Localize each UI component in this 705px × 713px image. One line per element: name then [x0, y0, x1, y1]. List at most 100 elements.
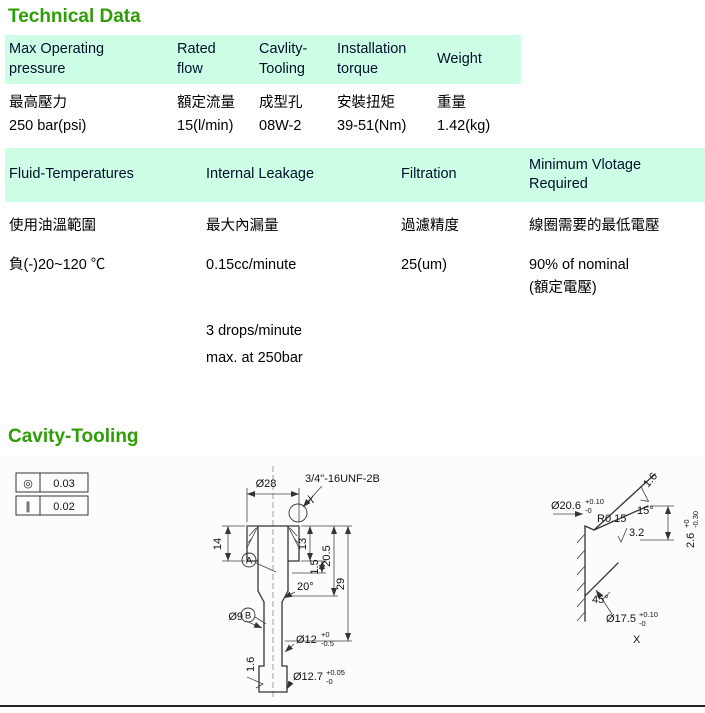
- table-row: 最高壓力 額定流量 成型孔 安裝扭矩 重量: [5, 84, 521, 115]
- cell-temperature-cn: 使用油溫範圍: [9, 218, 96, 235]
- dim-dia9-label: Ø9: [228, 611, 243, 623]
- dim-20-5-label: 20.5: [321, 545, 333, 566]
- extension-lines: [222, 487, 352, 642]
- table-row: Max Operating pressure Rated flow Cavlit…: [5, 35, 521, 85]
- cell-filtration-cn: 過濾精度: [401, 218, 459, 235]
- surface-finish-left-label: 1.6: [245, 656, 257, 671]
- dia17-5-tolerance-upper: +0.10: [639, 610, 658, 619]
- main-section-view: Ø28 3/4"-16UNF-2B X 14 13 1.5 20.5 29 20…: [212, 465, 380, 700]
- cell-temperature-value: 負(-)20~120 ℃: [9, 257, 106, 274]
- cell-leakage-value: 0.15cc/minute: [206, 257, 297, 274]
- surface-finish-icon: [617, 527, 628, 543]
- detail-hatching: [576, 533, 586, 621]
- cell-filtration-value: 25(um): [401, 257, 447, 274]
- dim-14-label: 14: [212, 538, 224, 550]
- table-row: 3 drops/minute max. at 250bar: [5, 302, 705, 396]
- cell-flow-cn: 額定流量: [177, 95, 235, 112]
- thread-spec-label: 3/4"-16UNF-2B: [305, 473, 380, 485]
- dim-13-label: 13: [297, 538, 309, 550]
- cell-empty: [397, 302, 525, 396]
- specs-table-secondary-header: Fluid-Temperatures Internal Leakage Filt…: [5, 148, 705, 203]
- cell-flow-value: 15(l/min): [177, 118, 234, 135]
- header-fluid-temperatures: Fluid-Temperatures: [5, 148, 202, 203]
- cell-leakage-cn: 最大內漏量: [206, 218, 279, 235]
- detail-view-x-label: X: [633, 634, 641, 646]
- tolerance-value-1: 0.03: [53, 478, 74, 490]
- cell-tooling-cn: 成型孔: [259, 95, 303, 112]
- dia17-5-tolerance-lower: -0: [639, 619, 646, 628]
- cell-weight-cn: 重量: [437, 95, 466, 112]
- thread-leader-line: [302, 485, 323, 507]
- technical-datasheet-page: Technical Data Max Operating pressure Ra…: [0, 6, 705, 713]
- datum-b-leader-line: [254, 616, 267, 625]
- surface-finish-top-label: 1.6: [641, 470, 660, 489]
- cell-empty: [525, 302, 705, 396]
- specs-table-primary: Max Operating pressure Rated flow Cavlit…: [5, 35, 521, 142]
- dim-2-6-tolerance-lower: -0.30: [691, 511, 700, 528]
- parallelism-icon: ∥: [25, 501, 31, 513]
- dim-2-6-label: 2.6: [685, 532, 697, 547]
- surface-finish-icon: [640, 485, 650, 502]
- tolerance-frame-2: [15, 495, 89, 516]
- dia20-6-tolerance-upper: +0.10: [585, 497, 604, 506]
- detail-balloon-circle: [288, 503, 308, 523]
- datum-a-label: A: [246, 555, 253, 566]
- tolerance-value-2: 0.02: [53, 501, 74, 513]
- datum-b-label: B: [245, 610, 251, 621]
- dim-dia20-6-label: Ø20.6: [551, 500, 581, 512]
- table-row: 使用油溫範圍 最大內漏量 過濾精度 線圈需要的最低電壓: [5, 202, 705, 238]
- dia12-leader-line: [284, 643, 295, 652]
- page-title: Technical Data: [8, 6, 141, 27]
- dim-2-6-tolerance-upper: +0: [682, 519, 691, 528]
- surface-finish-icon: [246, 676, 264, 689]
- detail-profile: [584, 472, 656, 622]
- surface-finish-top: 1.6: [640, 470, 660, 502]
- angle-20-label: 20°: [297, 581, 314, 593]
- angle45-leader-line: [602, 591, 611, 599]
- cavity-tooling-drawing: ◎ 0.03 ∥ 0.02: [0, 465, 705, 707]
- cell-tooling-value: 08W-2: [259, 118, 302, 135]
- datum-b-circle: [240, 607, 256, 623]
- cell-torque-value: 39-51(Nm): [337, 118, 407, 135]
- dim-29-label: 29: [335, 578, 347, 590]
- cell-voltage-value: 90% of nominal (額定電壓): [529, 257, 629, 296]
- dia12-7-tolerance-lower: -0: [326, 677, 333, 686]
- dia12-tolerance-lower: -0.5: [321, 639, 334, 648]
- header-cavity-tooling: Cavlity- Tooling: [255, 35, 333, 85]
- header-max-operating-pressure: Max Operating pressure: [5, 35, 173, 85]
- dia12-7-tolerance-upper: +0.05: [326, 668, 345, 677]
- specs-table-primary-header: Max Operating pressure Rated flow Cavlit…: [5, 35, 521, 85]
- dim-3-2-label: 3.2: [629, 527, 644, 539]
- angle-45-label: 45°: [592, 594, 609, 606]
- cell-empty: [5, 302, 202, 396]
- tolerance-frame-1: [15, 472, 89, 493]
- cell-torque-cn: 安裝扭矩: [337, 95, 395, 112]
- header-rated-flow: Rated flow: [173, 35, 255, 85]
- radius-0-15-label: R0.15: [597, 513, 626, 525]
- header-minimum-voltage: Minimum Vlotage Required: [525, 148, 705, 203]
- concentricity-icon: ◎: [23, 478, 33, 490]
- cell-pressure-value: 250 bar(psi): [9, 118, 87, 135]
- geometric-tolerance-frames: ◎ 0.03 ∥ 0.02: [15, 472, 89, 516]
- dim-2-6-label-group: 2.6 +0 -0.30: [682, 511, 700, 548]
- section-title-cavity-tooling: Cavity-Tooling: [8, 425, 139, 447]
- dim-dia12-7-label: Ø12.7: [293, 671, 323, 683]
- dim-1-5-label: 1.5: [309, 559, 321, 574]
- cell-pressure-cn: 最高壓力: [9, 95, 67, 112]
- cell-voltage-cn: 線圈需要的最低電壓: [529, 218, 660, 235]
- section-hatching: [246, 525, 300, 548]
- datum-a-leader-line: [255, 562, 277, 573]
- dim-dia28-label: Ø28: [256, 478, 277, 490]
- datum-a-circle: [241, 552, 257, 568]
- cavity-tooling-drawing-area: ◎ 0.03 ∥ 0.02: [0, 455, 705, 713]
- table-row: Fluid-Temperatures Internal Leakage Filt…: [5, 148, 705, 203]
- header-internal-leakage: Internal Leakage: [202, 148, 397, 203]
- dim-dia12-label: Ø12: [296, 634, 317, 646]
- detail-ref-label: X: [307, 494, 315, 506]
- surface-finish-left: 1.6: [245, 656, 264, 689]
- header-installation-torque: Installation torque: [333, 35, 433, 85]
- header-filtration: Filtration: [397, 148, 525, 203]
- dia17-5-leader-line: [595, 589, 613, 614]
- angle-15-label: 15°: [637, 505, 654, 517]
- dim-dia17-5-label: Ø17.5: [606, 613, 636, 625]
